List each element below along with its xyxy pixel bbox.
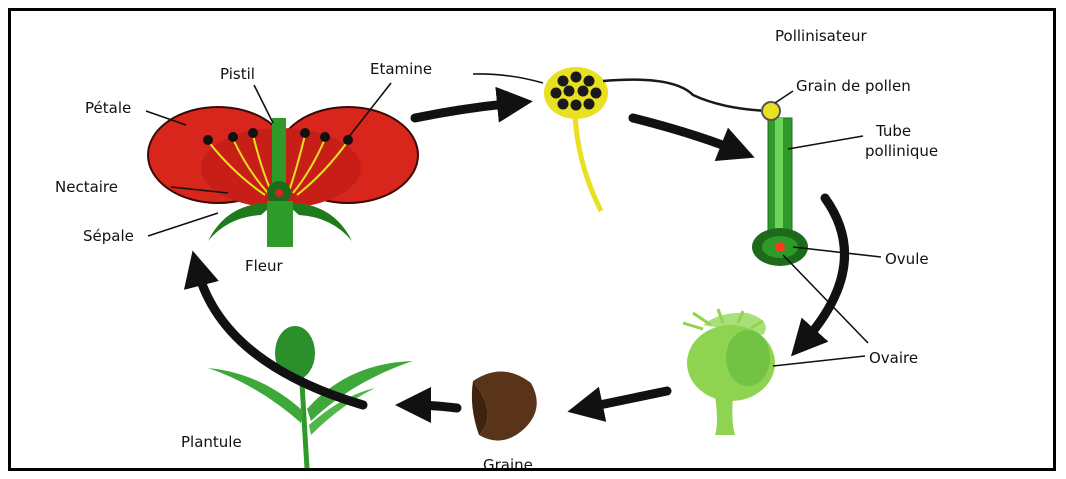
fruit-illustration	[683, 309, 775, 435]
label-ovule: Ovule	[885, 250, 929, 268]
label-fleur: Fleur	[245, 257, 284, 275]
pistil-illustration	[752, 102, 808, 266]
label-plantule: Plantule	[181, 433, 242, 451]
label-tube-line1: Tube	[875, 122, 911, 140]
seed-illustration	[472, 371, 537, 440]
pollen-grain	[762, 102, 780, 120]
diagram-frame: Pollinisateur Pistil Etamine Pétale Nect…	[8, 8, 1056, 471]
left-sepal	[208, 203, 275, 241]
label-pollinisateur: Pollinisateur	[775, 27, 867, 45]
flower-illustration	[148, 107, 418, 247]
label-nectaire: Nectaire	[55, 178, 118, 196]
label-tube-line2: pollinique	[865, 142, 938, 160]
pollen-path	[603, 80, 768, 111]
label-etamine: Etamine	[370, 60, 432, 78]
label-petale: Pétale	[85, 99, 131, 117]
label-pistil: Pistil	[220, 65, 255, 83]
right-sepal	[285, 203, 352, 241]
flower-stem	[267, 201, 293, 247]
label-grain-de-pollen: Grain de pollen	[796, 77, 911, 95]
label-ovaire: Ovaire	[869, 349, 918, 367]
stamen-illustration	[544, 67, 608, 211]
label-sepale: Sépale	[83, 227, 134, 245]
plant-life-cycle-diagram: Pollinisateur Pistil Etamine Pétale Nect…	[11, 11, 1056, 471]
label-graine: Graine	[483, 456, 533, 471]
